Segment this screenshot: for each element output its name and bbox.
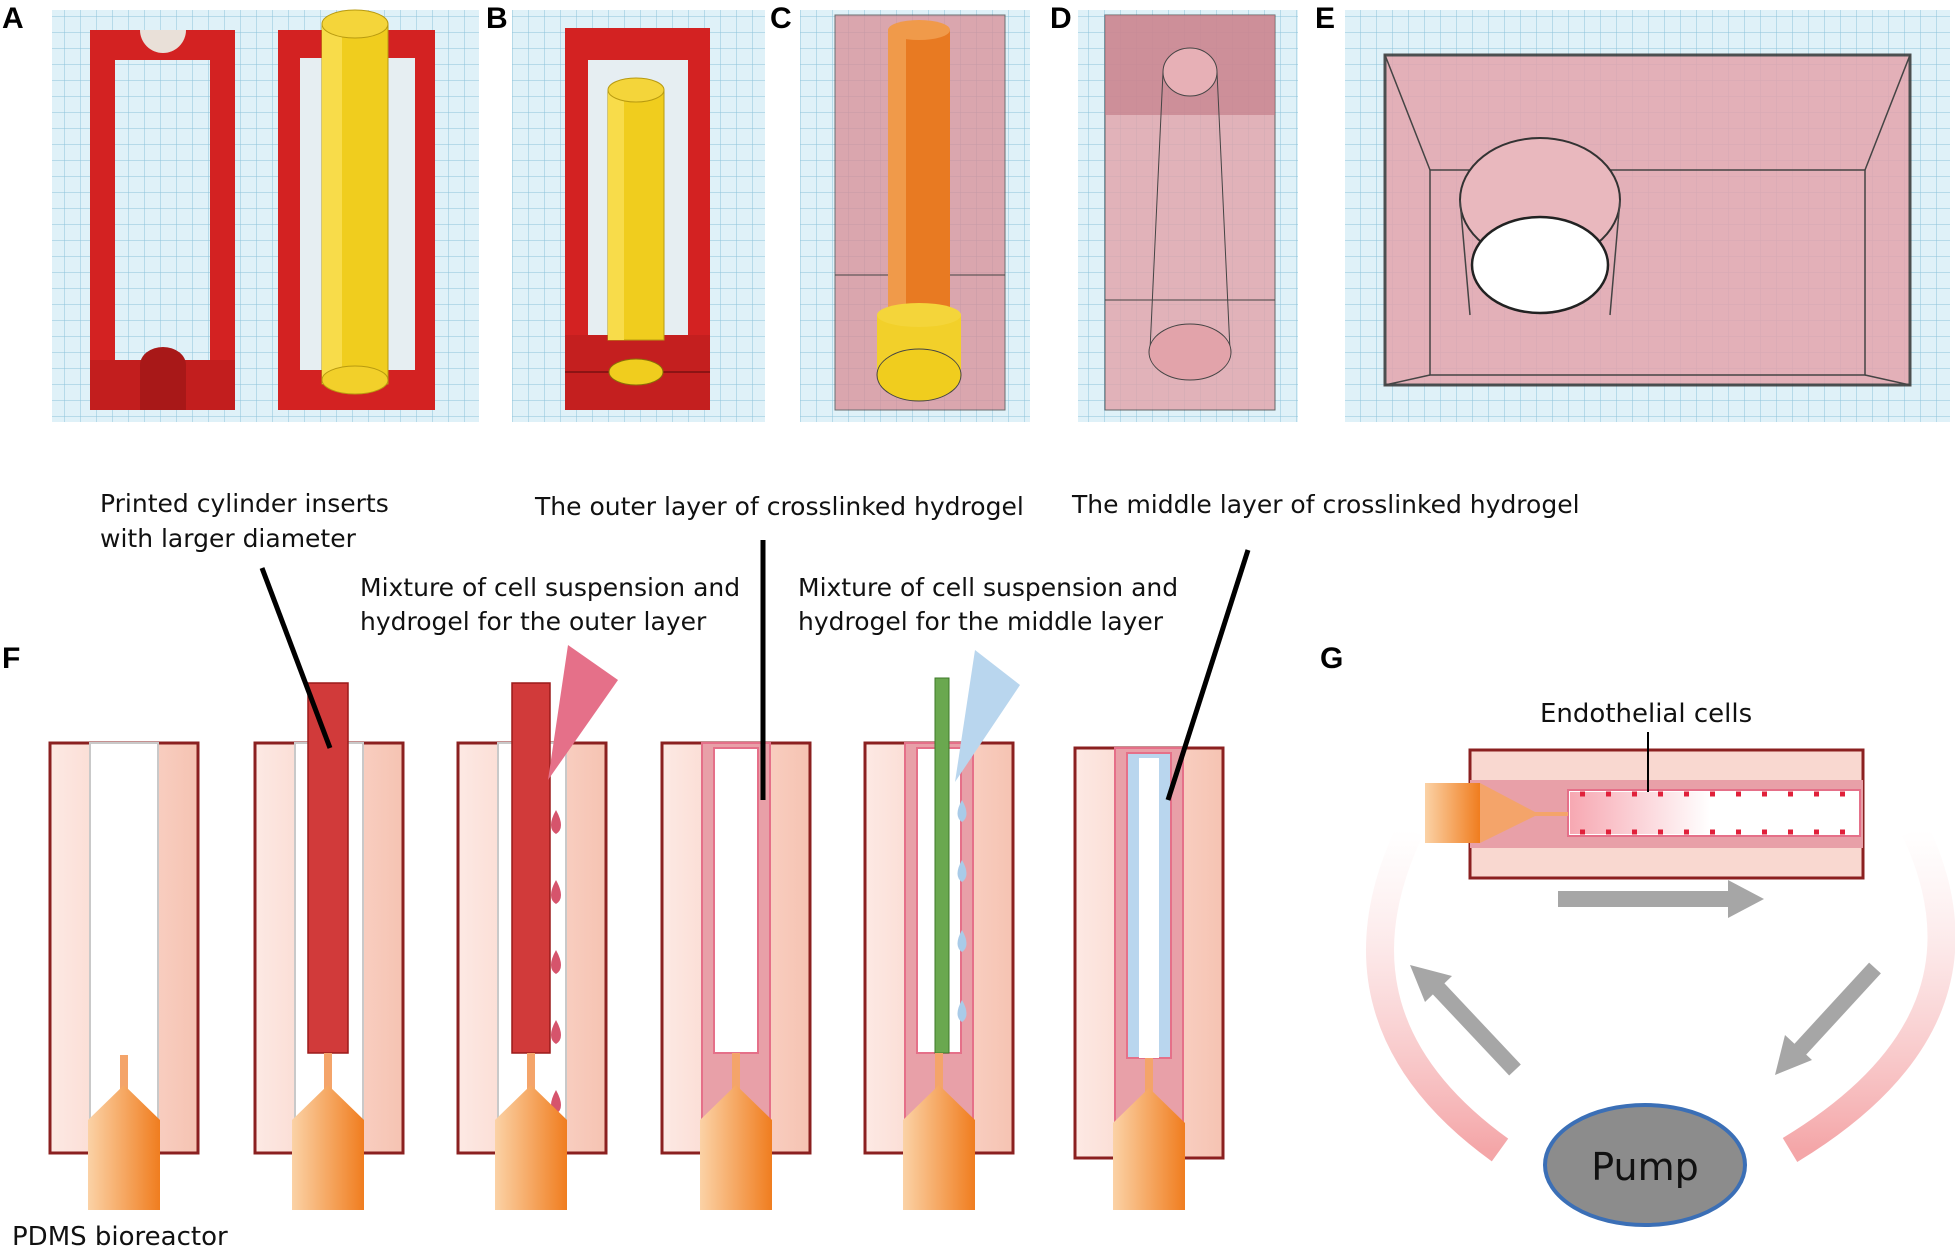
reactor-step-4 — [660, 741, 812, 1210]
label-outer-layer: The outer layer of crosslinked hydrogel — [534, 492, 1024, 521]
reactor-step-1 — [48, 741, 200, 1210]
droplets-blue — [957, 800, 967, 1022]
panel-d-render — [1078, 10, 1298, 422]
panel-label-b: B — [486, 2, 508, 35]
panel-e-render — [1345, 10, 1950, 422]
circulation-arc-left — [1366, 824, 1509, 1162]
reactor-step-2 — [253, 682, 405, 1210]
pointer-lines — [259, 540, 1251, 801]
pipette-tip-pink — [548, 645, 618, 780]
panel-a-render — [52, 9, 479, 422]
pump-label: Pump — [1591, 1145, 1698, 1189]
reactor-step-3 — [456, 645, 618, 1210]
panel-label-a: A — [2, 2, 24, 35]
label-mix-outer-2: hydrogel for the outer layer — [360, 607, 707, 636]
label-mix-middle-1: Mixture of cell suspension and — [798, 573, 1178, 602]
panel-c-render — [800, 10, 1030, 422]
label-printed-inserts-1: Printed cylinder inserts — [100, 489, 389, 518]
flow-arrows — [1410, 880, 1881, 1076]
reactor-step-5 — [863, 650, 1020, 1210]
panel-b-render — [512, 10, 765, 422]
label-pdms-bioreactor: PDMS bioreactor — [12, 1222, 228, 1252]
panel-label-e: E — [1315, 2, 1335, 35]
bioreactor-diagram — [1425, 732, 1865, 880]
panel-label-d: D — [1050, 2, 1072, 35]
panel-label-g: G — [1320, 642, 1343, 675]
label-printed-inserts-2: with larger diameter — [100, 524, 357, 553]
label-mix-outer-1: Mixture of cell suspension and — [360, 573, 740, 602]
label-endothelial-cells: Endothelial cells — [1540, 699, 1752, 729]
circulation-arc-right — [1782, 824, 1955, 1162]
reactor-step-6 — [1073, 746, 1225, 1210]
panel-label-c: C — [770, 2, 792, 35]
droplets-pink — [551, 810, 561, 1114]
pump — [1543, 1103, 1747, 1227]
label-middle-layer: The middle layer of crosslinked hydrogel — [1071, 490, 1580, 519]
label-mix-middle-2: hydrogel for the middle layer — [798, 607, 1164, 636]
panel-label-f: F — [2, 642, 20, 675]
